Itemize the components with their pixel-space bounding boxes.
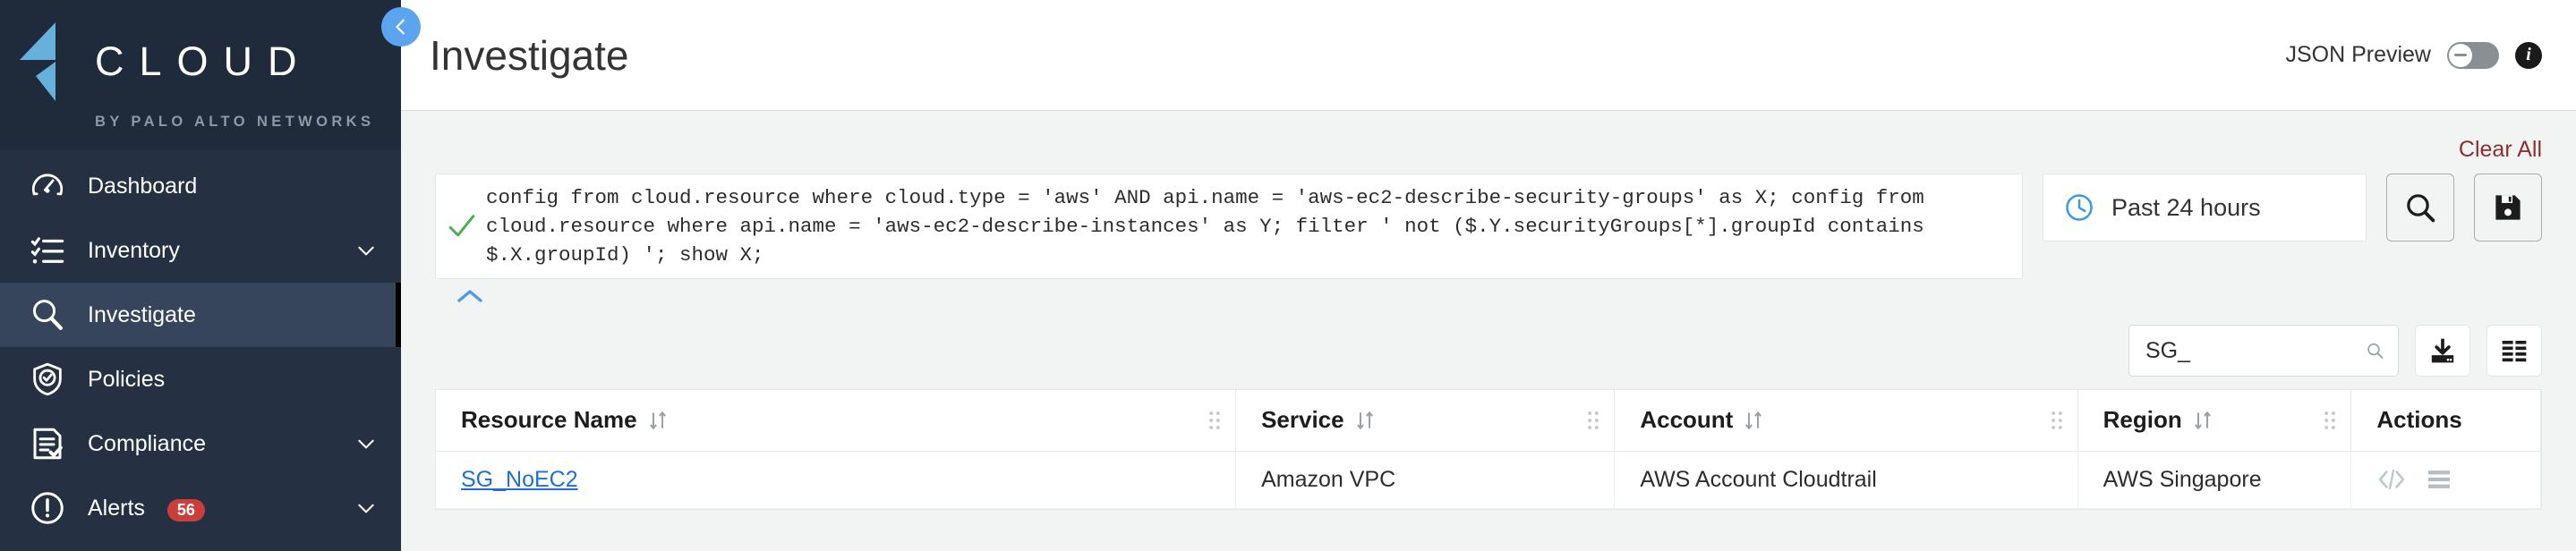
query-collapse-chevron-up-icon[interactable] <box>455 286 485 306</box>
column-resize-grip-icon[interactable] <box>2051 411 2063 430</box>
column-header-label: Account <box>1640 406 1734 434</box>
clear-all-link[interactable]: Clear All <box>2458 137 2542 162</box>
resource-name-link[interactable]: SG_NoEC2 <box>461 466 578 492</box>
sidebar-collapse-button[interactable] <box>381 7 421 47</box>
page-title: Investigate <box>430 31 629 79</box>
cell-resource-name: SG_NoEC2 <box>436 451 1237 509</box>
rql-query-input[interactable]: config from cloud.resource where cloud.t… <box>435 174 2023 279</box>
clock-icon <box>2066 194 2093 221</box>
floppy-save-icon <box>2495 195 2521 220</box>
column-header-account[interactable]: Account <box>1614 390 2078 452</box>
table-row[interactable]: SG_NoEC2 Amazon VPC AWS Account Cloudtra… <box>436 451 2541 509</box>
sidebar: CLOUD BY PALO ALTO NETWORKS Dashboard <box>0 0 421 551</box>
sidebar-item-label: Compliance <box>88 430 207 456</box>
investigate-content: Clear All config from cloud.resource whe… <box>401 111 2576 551</box>
list-menu-icon[interactable] <box>2425 467 2453 492</box>
column-resize-grip-icon[interactable] <box>2324 411 2336 430</box>
save-search-button[interactable] <box>2474 174 2542 242</box>
download-icon <box>2431 338 2454 363</box>
chevron-left-icon <box>396 19 405 35</box>
chevron-down-icon[interactable] <box>354 432 378 455</box>
column-settings-button[interactable] <box>2486 325 2542 377</box>
alerts-count-badge: 56 <box>166 498 205 521</box>
sort-icon[interactable] <box>1744 409 1763 432</box>
search-icon <box>2407 194 2435 223</box>
json-preview-label: JSON Preview <box>2285 42 2431 67</box>
green-check-icon <box>448 215 475 237</box>
column-header-region[interactable]: Region <box>2077 390 2352 452</box>
column-layout-icon <box>2502 340 2527 362</box>
sidebar-item-text: Alerts <box>88 495 145 521</box>
document-check-icon <box>27 423 68 464</box>
rql-query-text: config from cloud.resource where cloud.t… <box>486 186 1937 267</box>
sidebar-nav: Dashboard Inventory <box>0 150 401 540</box>
logo-wordmark: CLOUD <box>95 38 312 84</box>
sort-icon[interactable] <box>2193 409 2213 432</box>
sidebar-item-label: Investigate <box>88 301 196 327</box>
chevron-down-icon[interactable] <box>354 239 378 262</box>
column-header-label: Resource Name <box>461 406 637 434</box>
sidebar-item-alerts[interactable]: Alerts 56 <box>0 476 401 540</box>
column-header-resource-name[interactable]: Resource Name <box>436 390 1237 452</box>
sidebar-item-label: Alerts 56 <box>88 496 354 521</box>
column-resize-grip-icon[interactable] <box>1208 411 1221 430</box>
logo-tagline: BY PALO ALTO NETWORKS <box>95 113 375 130</box>
sidebar-item-label: Policies <box>88 366 166 392</box>
speedometer-icon <box>27 165 68 207</box>
main-area: Investigate JSON Preview i Clear All con… <box>401 0 2576 551</box>
magnifier-icon <box>27 294 68 335</box>
toggle-knob <box>2449 43 2472 67</box>
column-header-label: Region <box>2103 406 2182 434</box>
chevron-down-icon[interactable] <box>354 496 378 520</box>
table-filter-field[interactable] <box>2128 325 2399 377</box>
product-logo: CLOUD BY PALO ALTO NETWORKS <box>0 0 401 150</box>
sidebar-item-label: Inventory <box>88 237 180 263</box>
results-table: Resource Name <box>435 389 2542 510</box>
table-toolbar <box>435 325 2542 377</box>
column-resize-grip-icon[interactable] <box>1587 411 1599 430</box>
prisma-logo-icon <box>20 21 55 101</box>
page-header: Investigate JSON Preview i <box>401 0 2576 111</box>
column-header-service[interactable]: Service <box>1235 390 1616 452</box>
table-filter-input[interactable] <box>2145 337 2366 364</box>
column-header-label: Actions <box>2376 406 2462 434</box>
cell-actions <box>2350 451 2541 509</box>
sidebar-item-dashboard[interactable]: Dashboard <box>0 154 401 218</box>
time-range-value: Past 24 hours <box>2111 193 2261 221</box>
alert-circle-icon <box>27 487 68 529</box>
sidebar-item-policies[interactable]: Policies <box>0 347 401 411</box>
sidebar-item-inventory[interactable]: Inventory <box>0 218 401 283</box>
sort-icon[interactable] <box>1355 409 1375 432</box>
header-actions: JSON Preview i <box>2285 41 2542 69</box>
code-icon[interactable] <box>2376 466 2407 493</box>
query-row: config from cloud.resource where cloud.t… <box>435 174 2542 279</box>
search-icon[interactable] <box>2365 337 2385 364</box>
sidebar-item-label: Dashboard <box>88 173 198 199</box>
info-circle-icon[interactable]: i <box>2515 41 2542 69</box>
download-button[interactable] <box>2415 325 2470 377</box>
sidebar-item-compliance[interactable]: Compliance <box>0 411 401 476</box>
cell-account: AWS Account Cloudtrail <box>1614 451 2078 509</box>
checklist-icon <box>27 230 68 271</box>
cell-region: AWS Singapore <box>2077 451 2352 509</box>
time-range-picker[interactable]: Past 24 hours <box>2043 174 2367 242</box>
cell-service: Amazon VPC <box>1235 451 1616 509</box>
json-preview-toggle[interactable] <box>2447 41 2499 69</box>
clear-all-row: Clear All <box>435 111 2542 166</box>
sort-icon[interactable] <box>648 409 668 432</box>
column-header-label: Service <box>1261 406 1344 434</box>
column-header-actions: Actions <box>2350 390 2541 452</box>
sidebar-item-investigate[interactable]: Investigate <box>0 283 401 347</box>
shield-check-icon <box>27 359 68 400</box>
run-search-button[interactable] <box>2386 174 2454 242</box>
table-header-row: Resource Name <box>436 390 2541 452</box>
